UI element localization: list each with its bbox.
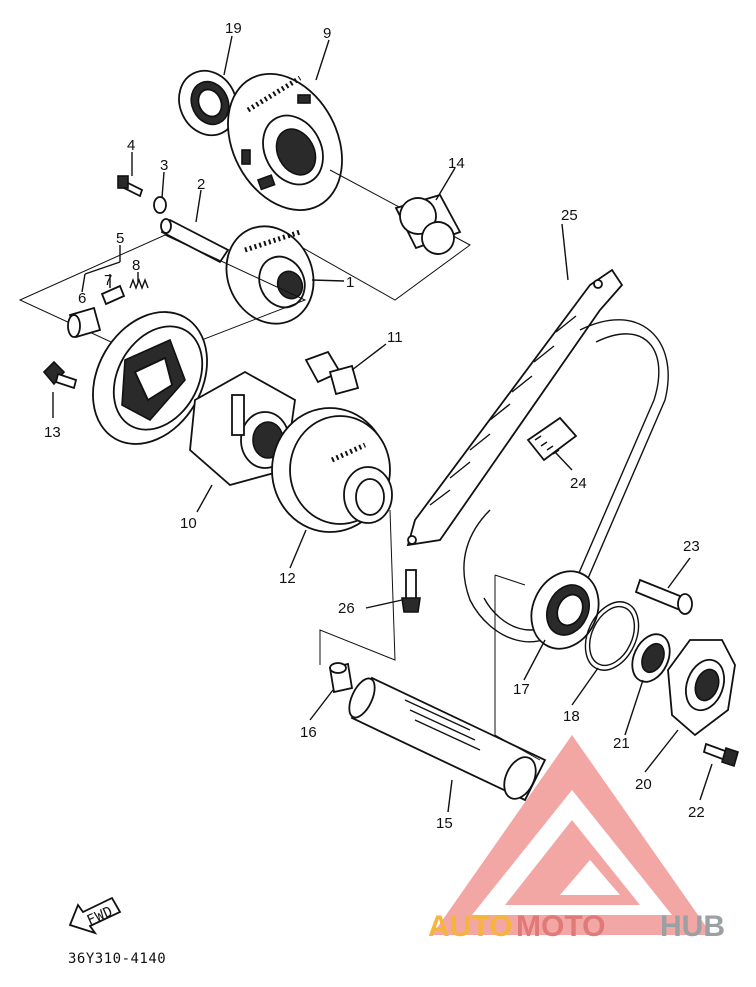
- watermark-logo: [432, 735, 712, 935]
- part-22-bolt: [702, 742, 739, 768]
- callout-4: 4: [127, 137, 135, 154]
- callout-15: 15: [436, 815, 453, 832]
- part-13-bolt: [42, 360, 78, 390]
- fwd-arrow: FWD: [68, 896, 122, 935]
- callout-14: 14: [448, 155, 465, 172]
- part-19-bearing: [178, 69, 238, 137]
- callout-13: 13: [44, 424, 61, 441]
- callout-6: 6: [78, 290, 86, 307]
- part-7-pin: [100, 284, 126, 306]
- callout-18: 18: [563, 708, 580, 725]
- part-14-sleeve: [394, 193, 462, 255]
- callout-22: 22: [688, 804, 705, 821]
- callout-10: 10: [180, 515, 197, 532]
- callout-16: 16: [300, 724, 317, 741]
- part-20-bearing-retainer: [667, 639, 736, 737]
- leader-lines: [52, 35, 713, 813]
- callout-12: 12: [279, 570, 296, 587]
- part-23-pin: [634, 578, 693, 615]
- part-1-gear: [225, 225, 315, 325]
- part-24-spring: [526, 416, 578, 462]
- part-6-plunger: [67, 306, 102, 339]
- callout-5: 5: [116, 230, 124, 247]
- callout-17: 17: [513, 681, 530, 698]
- watermark-text: AUTO MOTO HUB: [428, 910, 725, 943]
- part-17-bearing: [530, 570, 600, 650]
- callout-24: 24: [570, 475, 587, 492]
- part-21-oil-seal: [631, 633, 671, 683]
- clutch-housing: [92, 311, 208, 445]
- callout-numbers: 1 2 3 4 5 6 7 8 9 10 11 12 13 14 15 16 1…: [44, 20, 705, 832]
- callout-19: 19: [225, 20, 242, 37]
- callout-23: 23: [683, 538, 700, 555]
- part-code: 36Y310-4140: [68, 951, 166, 967]
- watermark-word-moto: MOTO: [516, 910, 605, 943]
- part-8-spring: [129, 278, 149, 290]
- part-12-drum: [271, 407, 393, 533]
- callout-20: 20: [635, 776, 652, 793]
- callout-25: 25: [561, 207, 578, 224]
- watermark-word-hub: HUB: [660, 910, 725, 943]
- callout-8: 8: [132, 257, 140, 274]
- watermark-word-auto: AUTO: [428, 910, 512, 943]
- part-15-output-shaft: [348, 676, 547, 802]
- callout-26: 26: [338, 600, 355, 617]
- callout-3: 3: [160, 157, 168, 174]
- chain-loop: [463, 319, 669, 643]
- callout-1: 1: [346, 274, 354, 291]
- part-11-damper: [304, 350, 360, 396]
- part-4-bolt: [117, 175, 144, 198]
- callout-7: 7: [104, 272, 112, 289]
- callout-2: 2: [197, 176, 205, 193]
- part-25-chain-guide: [406, 268, 624, 547]
- part-2-shaft: [160, 218, 230, 264]
- callout-11: 11: [387, 329, 403, 346]
- part-26-bolt: [401, 569, 421, 613]
- callout-9: 9: [323, 25, 331, 42]
- part-3-washer: [153, 196, 167, 214]
- part-9-gear-plate: [227, 73, 343, 211]
- part-16-bushing: [328, 662, 354, 694]
- callout-21: 21: [613, 735, 630, 752]
